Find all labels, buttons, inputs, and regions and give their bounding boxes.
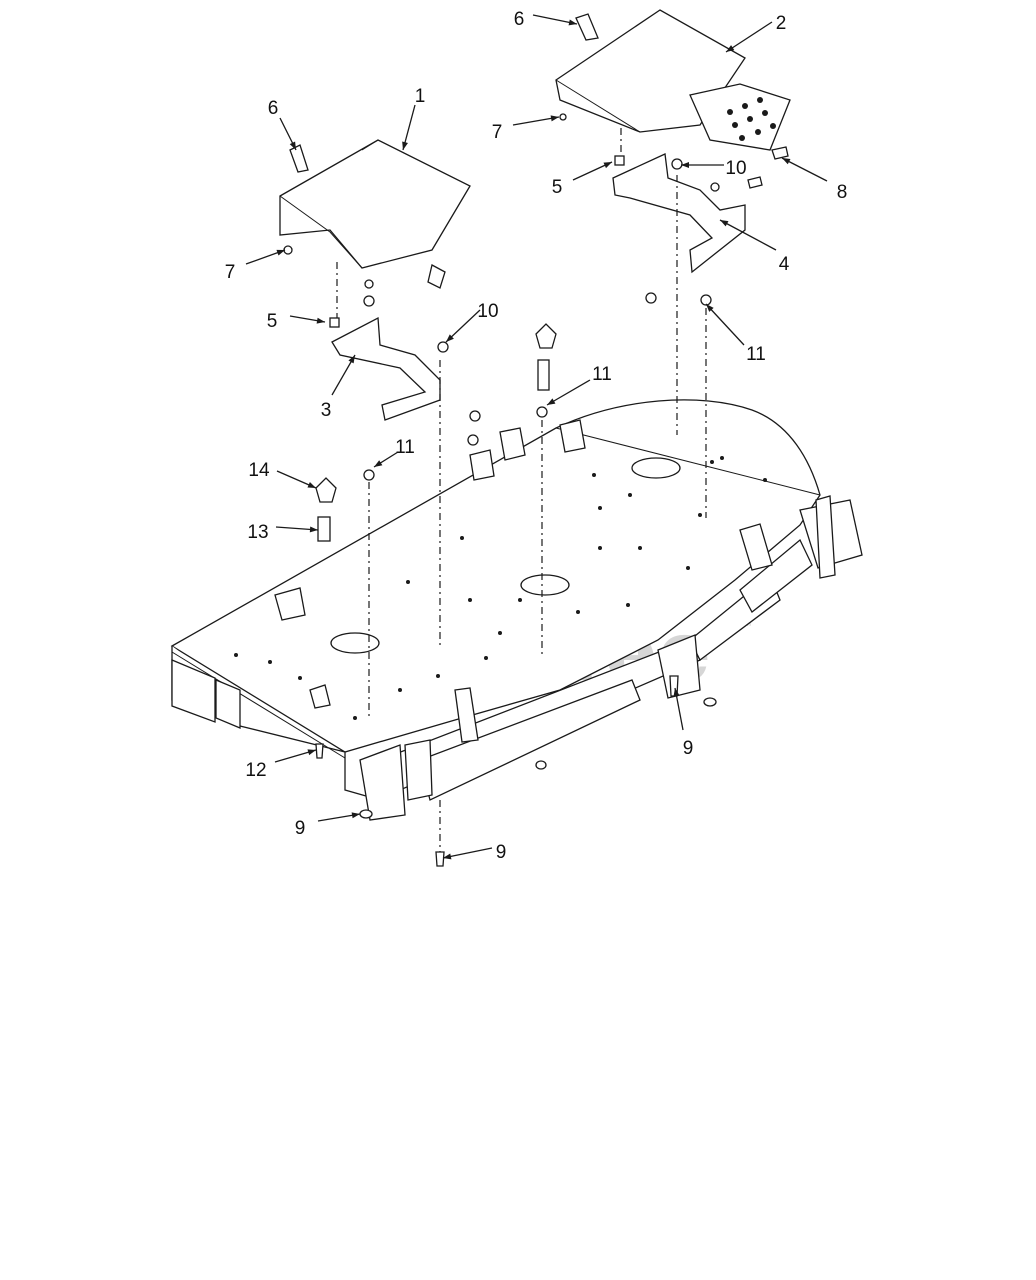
callout-arrow-c7a <box>276 249 285 256</box>
callout-leader-c9c <box>442 847 493 859</box>
callout-arrow-c9a <box>673 688 680 697</box>
callout-arrow-c12 <box>307 749 316 756</box>
callout-arrow-c9b <box>351 812 360 819</box>
cover-vent-holes <box>727 97 776 141</box>
belt-cover-left <box>279 139 471 289</box>
belt-cover-right <box>555 9 791 151</box>
callout-arrow-c8 <box>782 158 791 165</box>
callout-number-c3: 3 <box>321 400 332 421</box>
callout-number-c7a: 7 <box>225 262 236 283</box>
callout-arrow-c6b <box>568 19 577 26</box>
cover-bracket-right <box>612 153 746 274</box>
callout-number-c13: 13 <box>247 522 268 543</box>
callout-number-c5b: 5 <box>552 177 563 198</box>
callout-arrow-c2 <box>726 45 735 52</box>
callout-number-c12: 12 <box>245 760 266 781</box>
callout-arrow-c13 <box>309 526 318 533</box>
callout-arrow-c5b <box>603 162 612 169</box>
callout-number-c6a: 6 <box>268 98 279 119</box>
hardware <box>283 13 789 867</box>
callout-number-c9a: 9 <box>683 738 694 759</box>
callout-arrow-c9c <box>443 853 452 860</box>
callout-arrow-c11b <box>374 460 383 467</box>
callout-arrow-c7b <box>550 115 559 122</box>
callout-leader-c2 <box>725 21 773 53</box>
callout-number-c6b: 6 <box>514 9 525 30</box>
callout-arrow-c11c <box>706 304 714 312</box>
callout-number-c11c: 11 <box>746 344 766 365</box>
callout-arrow-c3 <box>348 355 355 364</box>
callout-leader-c11a <box>546 379 591 406</box>
callout-number-c9b: 9 <box>295 818 306 839</box>
callout-number-c10b: 10 <box>725 158 746 179</box>
callout-number-c1: 1 <box>415 86 426 107</box>
callout-number-c5a: 5 <box>267 311 278 332</box>
callout-arrow-c5a <box>316 317 325 324</box>
callout-number-c4: 4 <box>779 254 790 275</box>
callout-number-c10a: 10 <box>477 301 498 322</box>
callout-number-c14: 14 <box>248 460 270 481</box>
callout-number-c9c: 9 <box>496 842 507 863</box>
callout-number-c7b: 7 <box>492 122 503 143</box>
callout-arrow-c4 <box>720 220 729 227</box>
deck-holes <box>234 456 767 720</box>
callout-number-c8: 8 <box>837 182 848 203</box>
callout-arrow-c6a <box>289 141 296 150</box>
callout-arrow-c1 <box>402 141 408 150</box>
callout-arrow-c10a <box>446 334 454 342</box>
callout-arrow-c10b <box>681 162 689 168</box>
callout-leader-c4 <box>719 219 777 251</box>
callout-number-c11a: 11 <box>592 364 612 385</box>
callout-arrow-c14 <box>307 482 316 488</box>
mower-deck <box>170 399 863 821</box>
callout-number-c11b: 11 <box>395 437 415 458</box>
callout-leader-c8 <box>781 157 828 182</box>
callout-arrow-c11a <box>547 398 556 405</box>
callout-number-c2: 2 <box>776 13 787 34</box>
alignment-lines <box>336 128 707 852</box>
callout-leader-c11c <box>705 303 745 346</box>
cover-bracket-left <box>331 316 441 421</box>
